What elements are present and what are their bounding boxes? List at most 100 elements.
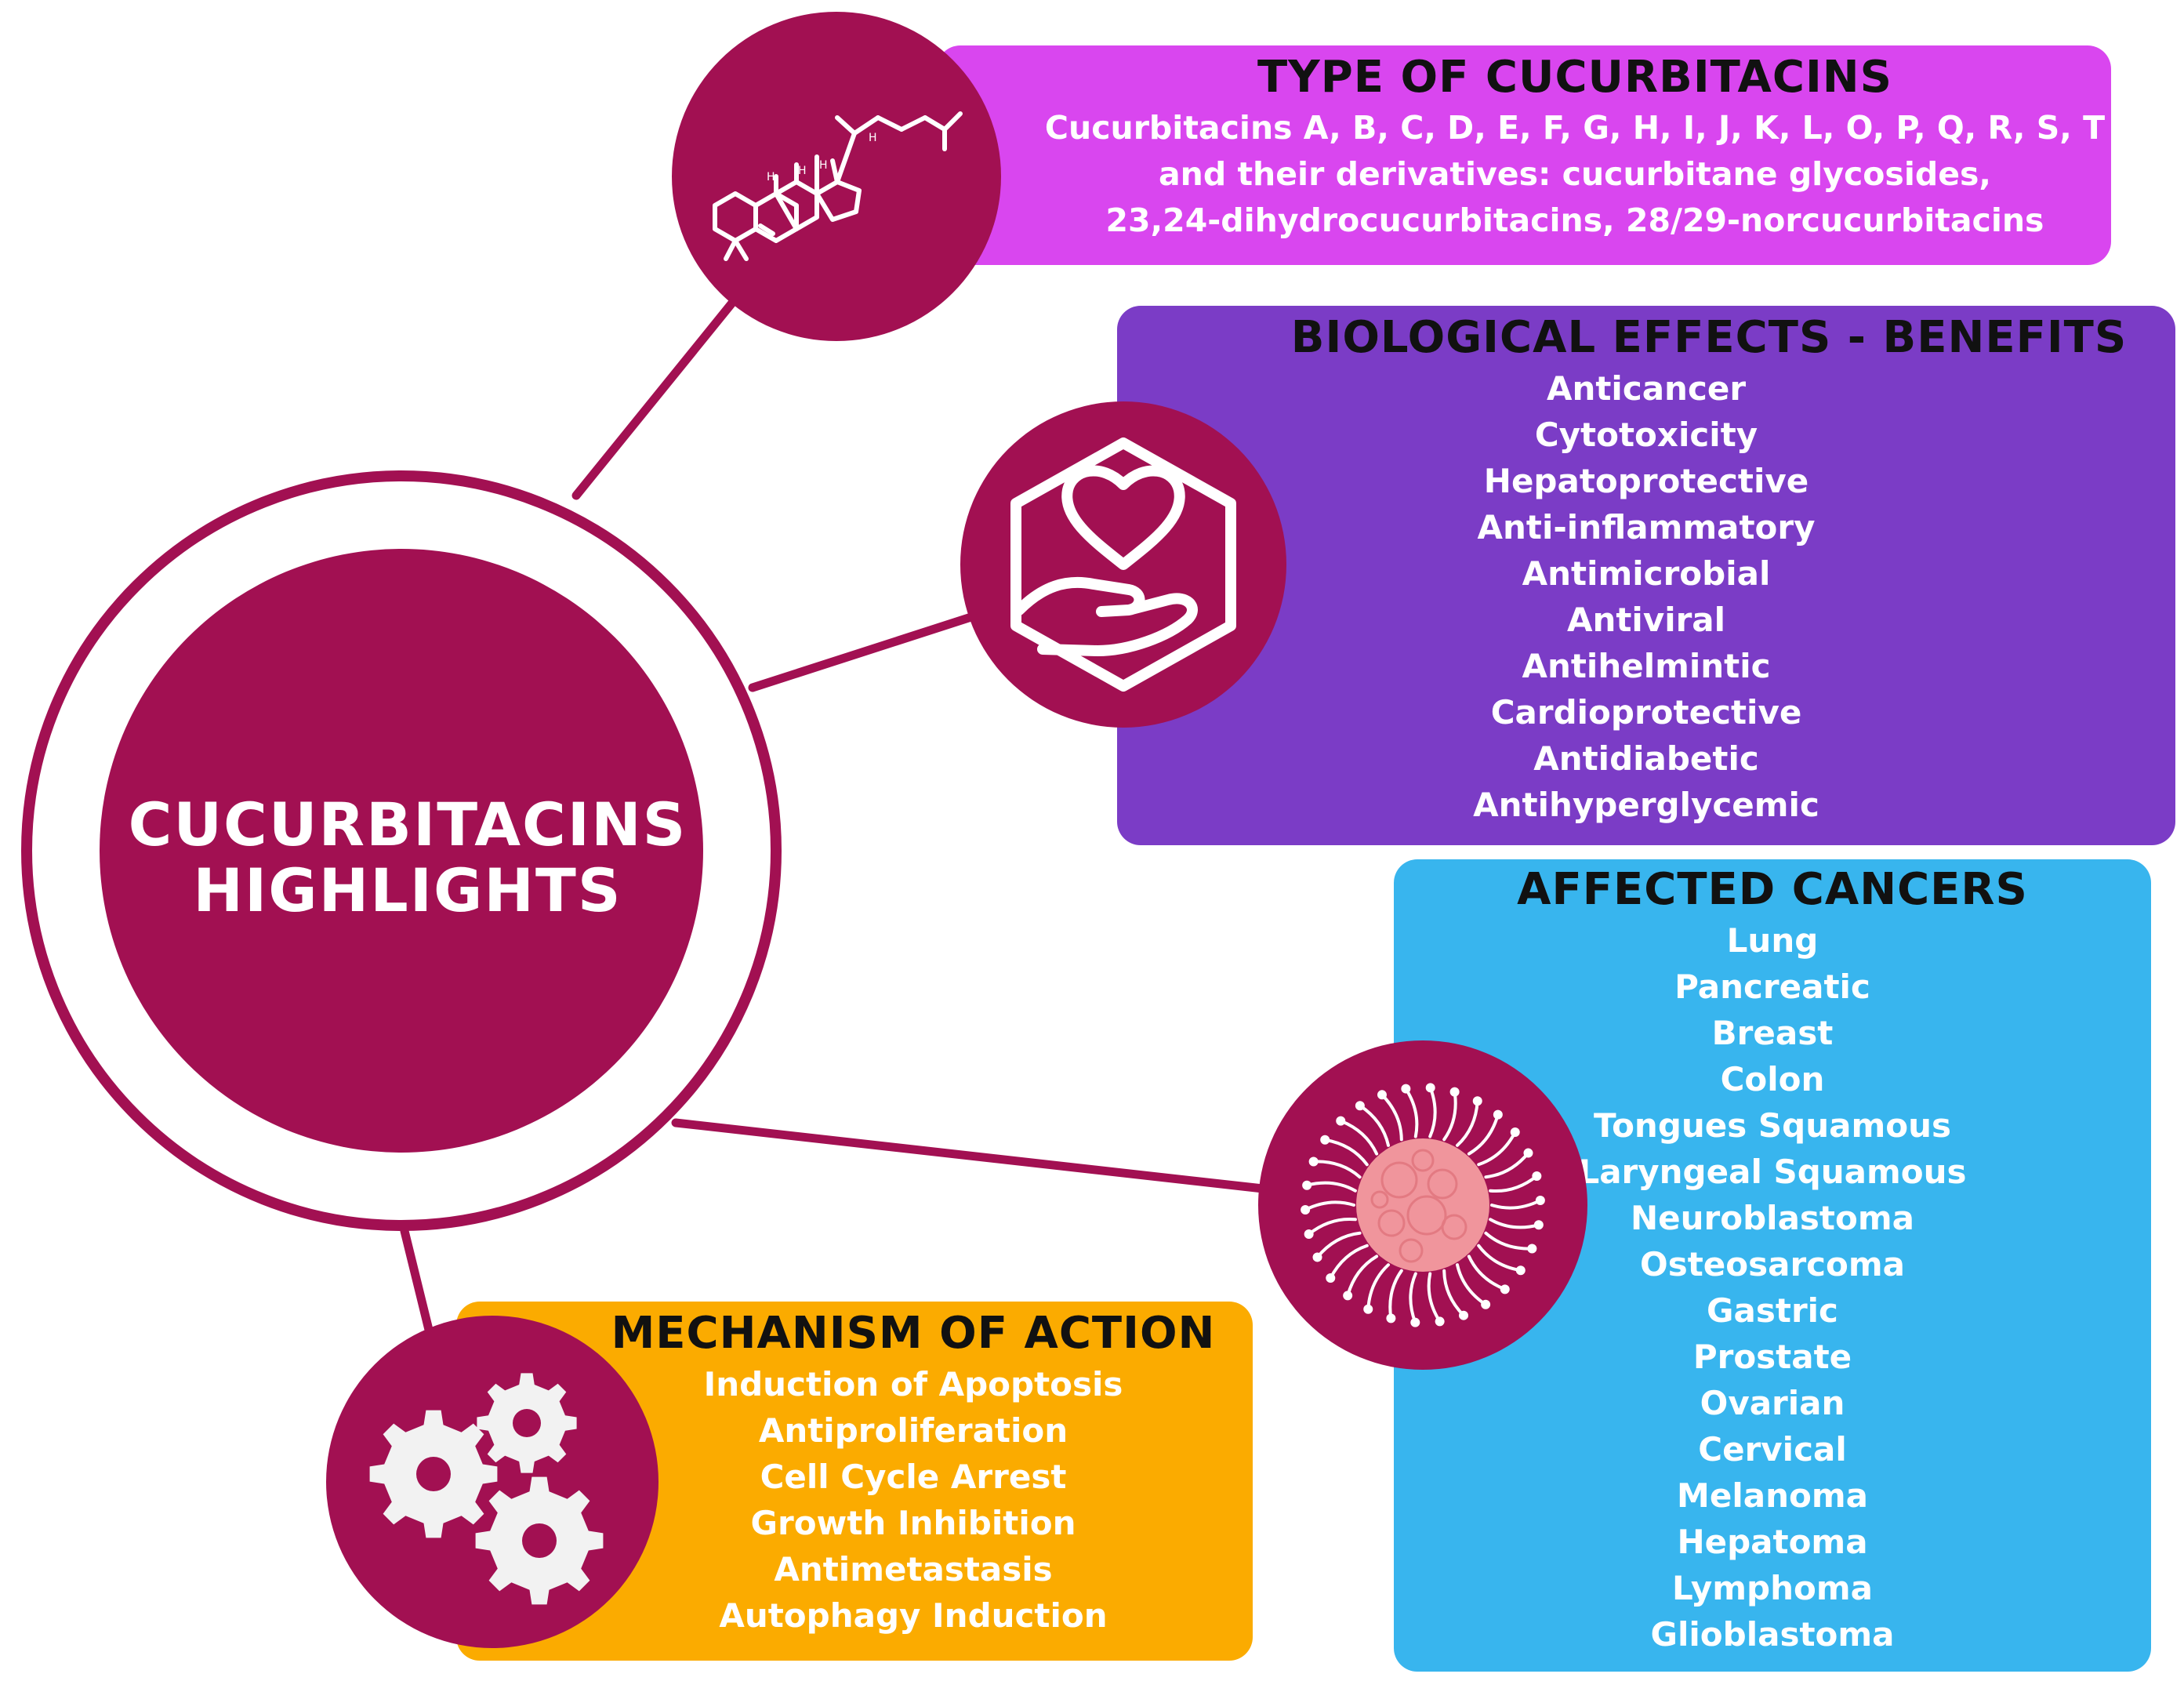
mechanism-box-title: MECHANISM OF ACTION xyxy=(611,1308,1216,1359)
cancer-item: Glioblastoma xyxy=(1650,1615,1895,1654)
cell-spike-tip xyxy=(1459,1310,1469,1320)
cell-spike xyxy=(1380,1093,1403,1142)
cell-spike xyxy=(1388,1269,1403,1320)
cell-spike xyxy=(1467,1254,1507,1291)
connector-cancer xyxy=(671,1118,1275,1194)
bio-item: Antihelmintic xyxy=(1522,647,1771,685)
cell-spike xyxy=(1490,1199,1542,1210)
cell-spike-tip xyxy=(1493,1109,1503,1120)
cell-spike-tip xyxy=(1363,1304,1373,1314)
cancer-item: Prostate xyxy=(1692,1338,1852,1376)
heart-in-hand-icon xyxy=(960,401,1286,728)
cell-spike xyxy=(1489,1174,1539,1193)
type-line: 23,24-dihydrocucurbitacins, 28/29-norcuc… xyxy=(1105,202,2044,239)
bio-item: Antihyperglycemic xyxy=(1473,786,1819,824)
cell-spike xyxy=(1409,1272,1417,1324)
cell-spike-tip xyxy=(1532,1171,1542,1181)
cell-spike-tip xyxy=(1304,1229,1314,1240)
cell-spike xyxy=(1304,1200,1355,1211)
cancer-item: Lymphoma xyxy=(1672,1569,1873,1607)
steroid-structure-icon: H H H H xyxy=(672,12,1001,341)
cell-spike-tip xyxy=(1302,1180,1312,1190)
cancer-item: Melanoma xyxy=(1677,1476,1868,1515)
mechanism-item: Autophagy Induction xyxy=(719,1596,1108,1635)
type-box-title: TYPE OF CUCURBITACINS xyxy=(1257,52,1892,103)
cell-spike xyxy=(1358,1104,1390,1147)
type-line: Cucurbitacins A, B, C, D, E, F, G, H, I,… xyxy=(1044,109,2106,147)
svg-text:H: H xyxy=(798,165,807,177)
cell-spike-tip xyxy=(1523,1148,1533,1158)
cell-spike-tip xyxy=(1312,1252,1322,1262)
cell-spike xyxy=(1467,1113,1500,1156)
cell-spike-tip xyxy=(1410,1317,1420,1327)
central-circle xyxy=(21,470,782,1231)
cell-spike xyxy=(1456,1263,1488,1306)
cell-spike-tip xyxy=(1481,1299,1491,1309)
gear xyxy=(477,1373,577,1473)
gear xyxy=(475,1476,604,1605)
cell-spike-tip xyxy=(1301,1204,1311,1215)
cell-spike xyxy=(1339,1119,1379,1156)
cell-spike xyxy=(1307,1217,1357,1236)
cancer-item: Lung xyxy=(1726,921,1819,960)
cell-spike xyxy=(1329,1244,1369,1280)
cell-spike-tip xyxy=(1515,1265,1526,1276)
cell-spike-tip xyxy=(1510,1127,1520,1138)
cell-spike-tip xyxy=(1377,1090,1387,1100)
bio-item: Hepatoprotective xyxy=(1483,462,1809,500)
cell-spike-tip xyxy=(1326,1273,1336,1283)
cell-spike-tip xyxy=(1472,1096,1482,1106)
cancer-item: Hepatoma xyxy=(1677,1523,1868,1561)
cancer-item: Osteosarcoma xyxy=(1639,1245,1906,1284)
cell-spike-tip xyxy=(1533,1220,1544,1230)
cell-spike xyxy=(1489,1218,1540,1229)
central-title-line1: CUCURBITACINS xyxy=(128,790,687,859)
central-title-line2: HIGHLIGHTS xyxy=(193,855,622,925)
cell-spike-tip xyxy=(1527,1244,1537,1254)
cell-spike-tip xyxy=(1449,1087,1460,1097)
cell-spike xyxy=(1456,1099,1479,1147)
type-line: and their derivatives: cucurbitane glyco… xyxy=(1158,155,1992,193)
mechanism-item: Growth Inhibition xyxy=(750,1504,1076,1542)
cancer-item: Pancreatic xyxy=(1674,968,1870,1006)
cell-spike xyxy=(1366,1263,1390,1311)
connector-mechanism xyxy=(400,1226,434,1338)
cancer-item: Gastric xyxy=(1707,1291,1838,1330)
type-of-cucurbitacins-box: TYPE OF CUCURBITACINS Cucurbitacins A, B… xyxy=(937,45,2111,265)
cell-spike xyxy=(1346,1254,1379,1298)
gears-icon xyxy=(326,1316,658,1648)
cell-spike-tip xyxy=(1500,1284,1510,1294)
bio-item: Cardioprotective xyxy=(1490,693,1802,732)
cell-spike-tip xyxy=(1435,1316,1445,1327)
svg-text:H: H xyxy=(767,171,775,183)
cancer-item: Cervical xyxy=(1698,1430,1847,1469)
cell-spike-tip xyxy=(1535,1196,1545,1206)
cell-spike-tip xyxy=(1343,1291,1353,1301)
cell-spike xyxy=(1428,1086,1437,1138)
bio-item: Antidiabetic xyxy=(1533,739,1759,778)
cell-spike xyxy=(1323,1138,1369,1167)
svg-text:H: H xyxy=(869,132,877,144)
cell-spike xyxy=(1477,1244,1522,1273)
cell-spike xyxy=(1311,1160,1362,1179)
cell-spike-tip xyxy=(1401,1084,1411,1094)
bio-item: Antimicrobial xyxy=(1522,554,1771,593)
mechanism-item: Antimetastasis xyxy=(774,1550,1053,1589)
mechanism-item: Antiproliferation xyxy=(758,1411,1068,1450)
cell-spike xyxy=(1305,1181,1357,1193)
cell-spike-tip xyxy=(1320,1135,1330,1145)
cancer-item: Tongues Squamous xyxy=(1594,1106,1951,1145)
cell-spike xyxy=(1442,1269,1466,1317)
cell-spike xyxy=(1404,1087,1419,1138)
bio-item: Anticancer xyxy=(1546,369,1747,408)
biological-effects-box: BIOLOGICAL EFFECTS - BENEFITS Anticancer… xyxy=(1117,306,2175,845)
bio-item: Anti-inflammatory xyxy=(1477,508,1816,546)
connector-type xyxy=(571,297,738,500)
cell-spike-tip xyxy=(1386,1313,1396,1323)
cell-spike xyxy=(1315,1231,1362,1259)
cell-spike-tip xyxy=(1308,1156,1319,1167)
bio-item: Antiviral xyxy=(1566,601,1726,639)
gear xyxy=(369,1410,498,1538)
